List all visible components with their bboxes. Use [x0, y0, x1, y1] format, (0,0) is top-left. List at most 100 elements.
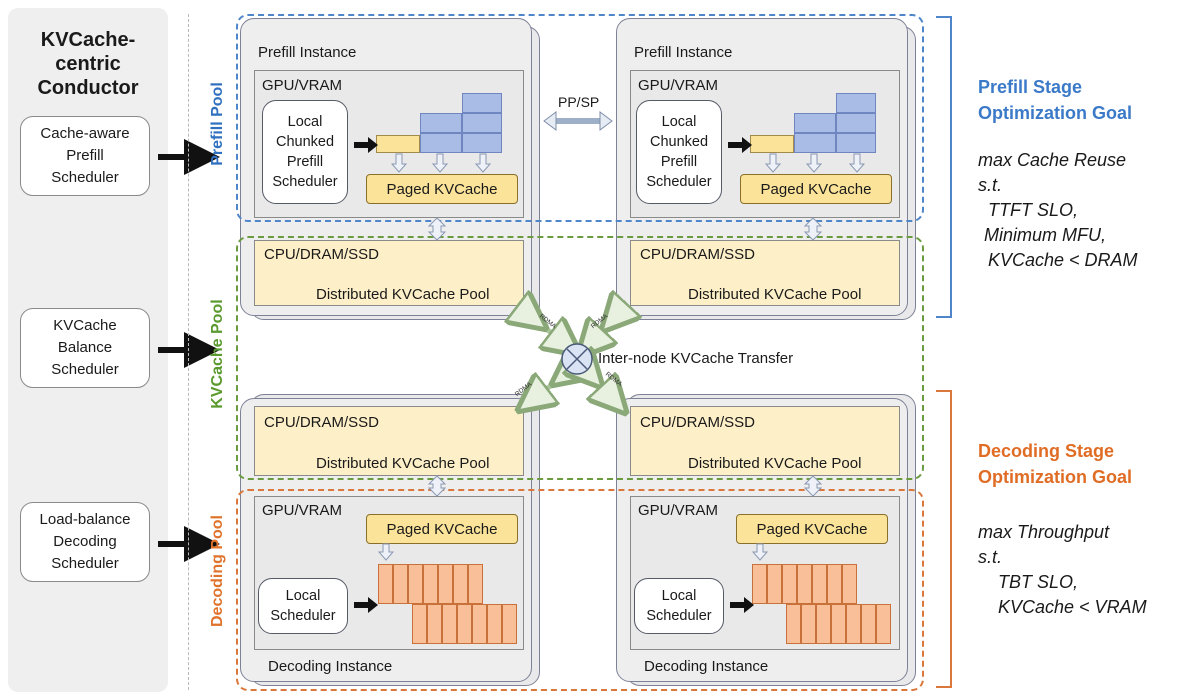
kv-block — [393, 564, 408, 604]
scheduler-label-line: Balance — [57, 339, 113, 356]
scheduler-label-line: Local — [661, 114, 697, 130]
scheduler-label-line: Scheduler — [646, 608, 712, 624]
conductor-title: KVCache- centric Conductor — [8, 28, 168, 100]
kv-block — [794, 133, 836, 153]
pp-sp-label: PP/SP — [558, 94, 600, 110]
kv-block — [812, 564, 827, 604]
goal-line: TTFT SLO, — [988, 200, 1078, 220]
kv-block — [423, 564, 438, 604]
kv-block — [831, 604, 846, 644]
local-chunked-prefill-scheduler: Local Chunked Prefill Scheduler — [636, 100, 722, 204]
kv-block — [487, 604, 502, 644]
scheduler-label-line: Decoding — [53, 533, 117, 550]
kv-block — [408, 564, 423, 604]
conductor-title-line3: Conductor — [37, 77, 139, 99]
rdma-arrows — [532, 318, 614, 400]
kv-block — [794, 113, 836, 133]
scheduler-label-line: Local — [661, 588, 697, 604]
local-chunked-prefill-scheduler: Local Chunked Prefill Scheduler — [262, 100, 348, 204]
inter-node-transfer-label: Inter-node KVCache Transfer — [598, 350, 794, 367]
kv-block — [462, 93, 502, 113]
scheduler-label-line: Load-balance — [39, 511, 131, 528]
kv-block — [836, 133, 876, 153]
kv-block — [457, 604, 472, 644]
scheduler-to-block-arrows — [354, 137, 754, 613]
kv-block — [752, 564, 767, 604]
goal-line: max Cache Reuse — [978, 150, 1127, 170]
decoding-gpu-label: GPU/VRAM — [638, 502, 719, 519]
scheduler-label-line: Prefill — [66, 147, 104, 164]
load-balance-decoding-scheduler: Load-balance Decoding Scheduler — [20, 502, 150, 582]
scheduler-label-line: Local — [287, 114, 323, 130]
goal-line: s.t. — [978, 175, 1003, 195]
kv-block — [846, 604, 861, 644]
kv-block — [786, 604, 801, 644]
kv-block — [472, 604, 487, 644]
distributed-kvcache-pool-label: Distributed KVCache Pool — [688, 286, 862, 303]
panel-divider — [188, 14, 189, 690]
paged-kvcache: Paged KVCache — [740, 174, 892, 204]
kv-block — [842, 564, 857, 604]
kv-block — [861, 604, 876, 644]
scheduler-label-line: Prefill — [286, 154, 324, 170]
scheduler-label-line: KVCache — [53, 317, 117, 334]
scheduler-label-line: Chunked — [649, 134, 709, 150]
decoding-goal-bracket — [936, 390, 952, 688]
kv-block — [427, 604, 442, 644]
prefill-goal-text: max Cache Reuse s.t. TTFT SLO, Minimum M… — [978, 148, 1138, 273]
prefill-gpu-label: GPU/VRAM — [638, 77, 719, 94]
cache-aware-prefill-scheduler: Cache-aware Prefill Scheduler — [20, 116, 150, 196]
kv-block — [453, 564, 468, 604]
scheduler-label-line: Local — [285, 588, 321, 604]
kv-block — [836, 93, 876, 113]
scheduler-label-line: Scheduler — [646, 174, 712, 190]
prefill-goal-bracket — [936, 16, 952, 318]
cpu-label: CPU/DRAM/SSD — [264, 246, 380, 263]
decoding-goal-title-line2: Optimization Goal — [978, 467, 1133, 487]
scheduler-label-line: Cache-aware — [40, 125, 130, 142]
goal-line: Minimum MFU, — [984, 225, 1106, 245]
scheduler-label-line: Prefill — [660, 154, 698, 170]
gpu-cpu-arrows — [427, 217, 823, 497]
scheduler-label-line: Scheduler — [51, 361, 119, 378]
scheduler-label-line: Scheduler — [272, 174, 338, 190]
goal-line: max Throughput — [978, 522, 1110, 542]
kv-block — [782, 564, 797, 604]
goal-line: TBT SLO, — [998, 572, 1079, 592]
distributed-kvcache-pool-label: Distributed KVCache Pool — [316, 455, 490, 472]
goal-line: s.t. — [978, 547, 1003, 567]
goal-line: KVCache < VRAM — [998, 597, 1147, 617]
decoding-gpu-label: GPU/VRAM — [262, 502, 343, 519]
kvcache-pool-boundary — [236, 236, 924, 480]
conductor-title-line2: centric — [55, 53, 121, 75]
kv-block — [420, 133, 462, 153]
kv-block — [797, 564, 812, 604]
kv-block — [801, 604, 816, 644]
decoding-instance-title: Decoding Instance — [644, 658, 769, 675]
transfer-node-icon — [561, 343, 593, 375]
prefill-goal-title-line2: Optimization Goal — [978, 103, 1133, 123]
kv-block — [767, 564, 782, 604]
kv-block — [502, 604, 517, 644]
prefill-instance-title: Prefill Instance — [634, 44, 733, 61]
kv-block — [468, 564, 483, 604]
pp-sp-arrow — [543, 111, 613, 131]
scheduler-label-line: Scheduler — [51, 555, 119, 572]
paged-to-block-arrows — [377, 543, 769, 561]
decoding-goal-title-line1: Decoding Stage — [978, 441, 1115, 461]
prefill-gpu-label: GPU/VRAM — [262, 77, 343, 94]
kv-block — [420, 113, 462, 133]
cpu-label: CPU/DRAM/SSD — [264, 414, 380, 431]
kv-block — [816, 604, 831, 644]
kv-block — [442, 604, 457, 644]
prefill-goal-title: Prefill Stage Optimization Goal — [978, 74, 1132, 126]
kv-block — [876, 604, 891, 644]
kv-block — [412, 604, 427, 644]
paged-kvcache: Paged KVCache — [366, 174, 518, 204]
decoding-goal-title: Decoding Stage Optimization Goal — [978, 438, 1132, 490]
distributed-kvcache-pool-label: Distributed KVCache Pool — [688, 455, 862, 472]
prefill-goal-title-line1: Prefill Stage — [978, 77, 1083, 97]
kv-block — [836, 113, 876, 133]
